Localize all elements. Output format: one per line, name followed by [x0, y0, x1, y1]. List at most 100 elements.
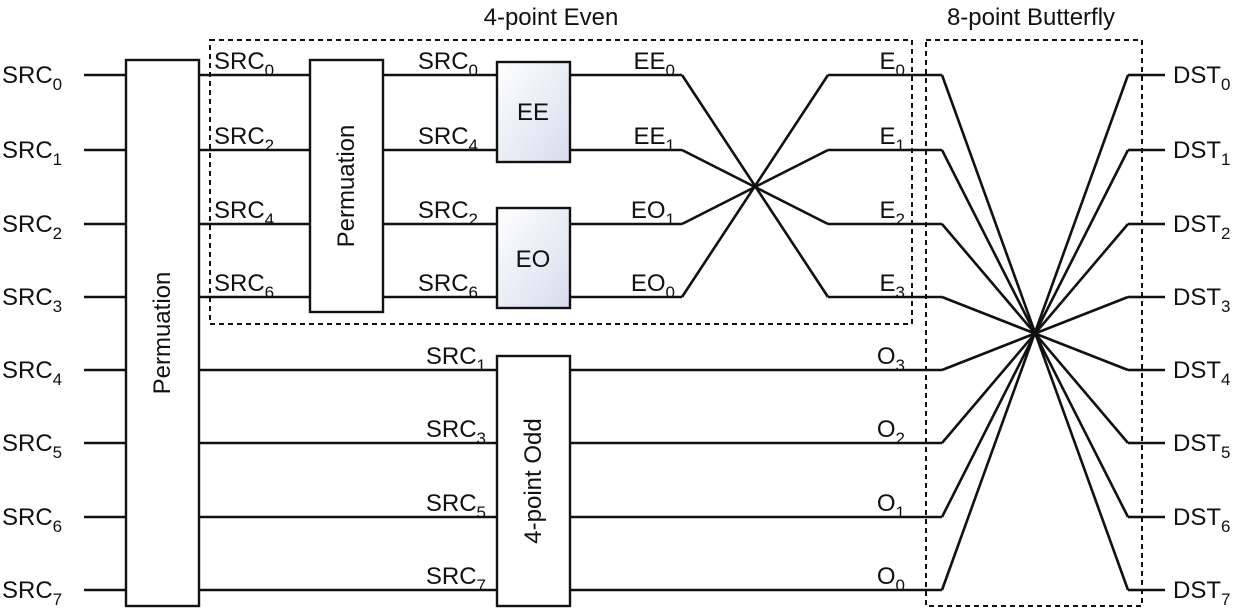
- ee-block: [495, 60, 572, 164]
- input-label-4-base: SRC: [2, 357, 53, 384]
- ee-eo-input-label-3-subscript: 6: [469, 283, 478, 302]
- odd-output-label-3-subscript: 0: [896, 576, 905, 595]
- odd-input-label-2-subscript: 5: [477, 503, 486, 522]
- ee-eo-input-label-0-base: SRC: [418, 48, 469, 75]
- input-label-0-base: SRC: [2, 62, 53, 89]
- eo-block-label: EO: [516, 246, 551, 273]
- odd-output-label-1-base: O: [877, 416, 896, 443]
- odd-input-label-3-base: SRC: [426, 563, 477, 590]
- odd-input-label-0-base: SRC: [426, 343, 477, 370]
- even-input-label-3-base: SRC: [214, 270, 265, 297]
- odd-output-label-1: O2: [877, 416, 905, 448]
- odd-output-label-2-base: O: [877, 490, 896, 517]
- ee-eo-output-label-1-base: EE: [634, 123, 666, 150]
- input-label-3: SRC3: [2, 284, 62, 316]
- even-output-label-1: E1: [880, 123, 905, 155]
- output-label-2: DST2: [1173, 211, 1230, 243]
- even-group-box: [209, 39, 913, 325]
- odd-block: [495, 354, 572, 608]
- ee-eo-input-label-2-subscript: 2: [469, 210, 478, 229]
- odd-input-label-3-subscript: 7: [477, 576, 486, 595]
- ee-eo-output-label-3-subscript: 0: [666, 283, 675, 302]
- odd-input-label-0: SRC1: [426, 343, 486, 375]
- output-label-5-subscript: 5: [1221, 443, 1230, 462]
- even-cross-2-1: [681, 148, 829, 226]
- odd-output-label-3-base: O: [877, 563, 896, 590]
- ee-eo-output-label-2-base: EO: [631, 197, 666, 224]
- butterfly-group-title: 8-point Butterfly: [947, 4, 1115, 31]
- output-label-0-base: DST: [1173, 62, 1221, 89]
- ee-eo-input-label-3: SRC6: [418, 270, 478, 302]
- ee-eo-input-label-2-base: SRC: [418, 197, 469, 224]
- input-label-1-subscript: 1: [53, 150, 62, 169]
- output-label-1-base: DST: [1173, 137, 1221, 164]
- ee-eo-input-label-1: SRC4: [418, 123, 478, 155]
- even-output-label-0-base: E: [880, 48, 896, 75]
- input-label-6: SRC6: [2, 504, 62, 536]
- output-label-3-base: DST: [1173, 284, 1221, 311]
- even-input-label-2-base: SRC: [214, 197, 265, 224]
- input-label-2: SRC2: [2, 211, 62, 243]
- ee-eo-output-label-2: EO1: [631, 197, 675, 229]
- ee-eo-output-label-3-base: EO: [631, 270, 666, 297]
- even-output-label-2-subscript: 2: [896, 210, 905, 229]
- output-label-7-subscript: 7: [1221, 590, 1230, 609]
- even-permutation-label: Permuation: [333, 125, 360, 248]
- output-label-2-subscript: 2: [1221, 224, 1230, 243]
- input-label-5-subscript: 5: [53, 443, 62, 462]
- odd-output-label-0-subscript: 3: [896, 356, 905, 375]
- output-label-3: DST3: [1173, 284, 1230, 316]
- even-output-label-1-base: E: [880, 123, 896, 150]
- input-label-0: SRC0: [2, 62, 62, 94]
- odd-output-label-2: O1: [877, 490, 905, 522]
- odd-output-label-1-subscript: 2: [896, 429, 905, 448]
- odd-block-label: 4-point Odd: [520, 418, 547, 543]
- odd-output-label-0: O3: [877, 343, 905, 375]
- output-label-2-base: DST: [1173, 211, 1221, 238]
- output-label-3-subscript: 3: [1221, 297, 1230, 316]
- ee-eo-output-label-0-base: EE: [634, 48, 666, 75]
- input-label-0-subscript: 0: [53, 75, 62, 94]
- input-label-6-base: SRC: [2, 504, 53, 531]
- output-label-1: DST1: [1173, 137, 1230, 169]
- input-label-7: SRC7: [2, 577, 62, 609]
- input-label-2-base: SRC: [2, 211, 53, 238]
- odd-input-label-1-base: SRC: [426, 416, 477, 443]
- ee-eo-output-label-0: EE0: [634, 48, 675, 80]
- input-label-5-base: SRC: [2, 430, 53, 457]
- odd-input-label-1-subscript: 3: [477, 429, 486, 448]
- output-label-7-base: DST: [1173, 577, 1221, 604]
- ee-eo-output-label-1-subscript: 1: [666, 136, 675, 155]
- ee-block-label: EE: [517, 99, 549, 126]
- input-label-4: SRC4: [2, 357, 62, 389]
- odd-output-label-3: O0: [877, 563, 905, 595]
- ee-eo-input-label-3-base: SRC: [418, 270, 469, 297]
- ee-eo-output-label-0-subscript: 0: [666, 61, 675, 80]
- input-label-3-subscript: 3: [53, 297, 62, 316]
- even-output-label-3-subscript: 3: [896, 283, 905, 302]
- even-output-label-2: E2: [880, 197, 905, 229]
- even-input-label-3: SRC6: [214, 270, 274, 302]
- odd-output-label-2-subscript: 1: [896, 503, 905, 522]
- input-label-5: SRC5: [2, 430, 62, 462]
- output-label-4-base: DST: [1173, 357, 1221, 384]
- even-group-title: 4-point Even: [484, 4, 619, 31]
- even-output-label-3: E3: [880, 270, 905, 302]
- main-permutation-label: Permuation: [149, 272, 176, 395]
- input-label-7-base: SRC: [2, 577, 53, 604]
- output-label-1-subscript: 1: [1221, 150, 1230, 169]
- even-input-label-1-subscript: 2: [265, 136, 274, 155]
- ee-eo-output-label-2-subscript: 1: [666, 210, 675, 229]
- output-label-4: DST4: [1173, 357, 1230, 389]
- ee-eo-output-label-1: EE1: [634, 123, 675, 155]
- output-label-0: DST0: [1173, 62, 1230, 94]
- even-input-label-2-subscript: 4: [265, 210, 274, 229]
- even-input-label-1: SRC2: [214, 123, 274, 155]
- even-output-label-1-subscript: 1: [896, 136, 905, 155]
- odd-output-label-0-base: O: [877, 343, 896, 370]
- butterfly-cross-7-0: [940, 74, 1130, 591]
- ee-eo-input-label-2: SRC2: [418, 197, 478, 229]
- input-label-2-subscript: 2: [53, 224, 62, 243]
